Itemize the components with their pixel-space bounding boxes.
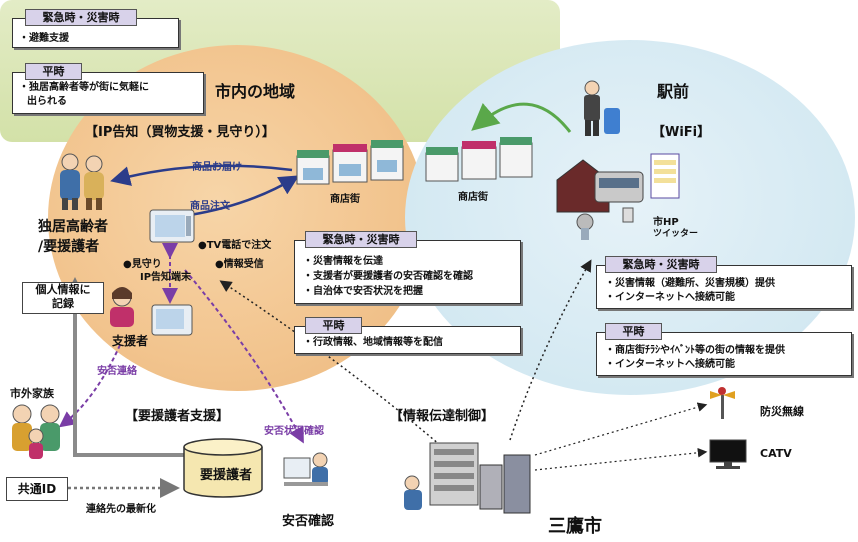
safety-operator-icon — [283, 452, 328, 486]
catv-icon — [709, 439, 747, 469]
city-name-label: 三鷹市 — [548, 516, 602, 537]
normal-tag: 平時 — [25, 63, 82, 80]
city-emergency-item: ・自治体で安否状況を把握 — [303, 286, 423, 297]
support-section-title: 【要援護者支援】 — [125, 409, 230, 424]
city-emergency-item: ・災害情報を伝達 — [303, 256, 383, 267]
order-label: 商品注文 — [190, 201, 230, 212]
station-emergency-tag: 緊急時・災害時 — [605, 256, 717, 273]
station-normal-item: ・商店街ﾁﾗｼやｲﾍﾞﾝﾄ等の街の情報を提供 — [605, 345, 785, 356]
city-area-title: 市内の地域 — [215, 82, 296, 101]
normal-item-line-2: 出られる — [27, 96, 67, 107]
tv-order-label: ●TV電話で注文 — [198, 240, 272, 251]
station-normal-tag: 平時 — [605, 323, 662, 340]
supporter-label: 支援者 — [112, 334, 149, 348]
evacuation-support-item: ・避難支援 — [19, 33, 69, 44]
shopping-street-city-label: 商店街 — [330, 194, 360, 205]
station-area-title: 駅前 — [657, 82, 690, 101]
station-normal-item: ・インターネットへ接続可能 — [605, 359, 735, 370]
elderly-label-1: 独居高齢者 — [38, 219, 108, 235]
safety-contact-label: 安否連絡 — [97, 366, 137, 377]
station-area-subtitle: 【WiFi】 — [652, 125, 711, 140]
city-emergency-item: ・支援者が要援護者の安否確認を確認 — [303, 271, 473, 282]
outside-family-icon — [12, 404, 60, 459]
city-emergency-tag: 緊急時・災害時 — [305, 231, 417, 248]
common-id-box: 共通ID — [6, 477, 68, 501]
emergency-tag: 緊急時・災害時 — [25, 9, 137, 26]
disaster-radio-icon — [710, 387, 735, 419]
station-emergency-box: ・災害情報（避難所、災害規模）提供 ・インターネットへ接続可能 — [596, 265, 852, 309]
ip-terminal-label: IP告知端末 — [140, 272, 192, 283]
safety-status-label: 安否状況確認 — [264, 426, 324, 437]
personal-info-box: 個人情報に 記録 — [22, 282, 104, 314]
watch-label: ●見守り — [123, 259, 162, 270]
latest-contact-label: 連絡先の最新化 — [86, 504, 156, 515]
city-emergency-box: ・災害情報を伝達 ・支援者が要援護者の安否確認を確認 ・自治体で安否状況を把握 — [294, 240, 521, 304]
city-normal-item: ・行政情報、地域情報等を配信 — [303, 337, 443, 348]
traveler-icon — [584, 80, 620, 136]
station-emergency-item: ・インターネットへ接続可能 — [605, 292, 735, 303]
database-icon — [183, 438, 263, 498]
elderly-people-icon — [60, 153, 104, 210]
station-shopping-street-icon — [425, 137, 533, 182]
outside-family-label: 市外家族 — [10, 387, 54, 400]
info-control-title: 【情報伝達制御】 — [390, 409, 495, 424]
shopping-street-icon — [296, 140, 404, 185]
supporter-terminal-icon — [151, 304, 193, 336]
disaster-radio-label: 防災無線 — [760, 405, 804, 418]
database-label: 要援護者 — [200, 468, 253, 483]
catv-label: CATV — [760, 447, 792, 460]
city-area-subtitle: 【IP告知（買物支援・見守り）】 — [85, 125, 275, 140]
supporter-icon — [110, 287, 134, 327]
city-hp-label: 市HP — [653, 217, 679, 228]
ip-terminal-icon — [149, 209, 195, 243]
safety-confirm-label: 安否確認 — [282, 514, 335, 529]
info-receive-label: ●情報受信 — [215, 259, 264, 270]
shopping-street-station-label: 商店街 — [458, 192, 488, 203]
delivery-label: 商品お届け — [192, 162, 242, 173]
station-emergency-item: ・災害情報（避難所、災害規模）提供 — [605, 278, 775, 289]
twitter-label: ツイッター — [653, 229, 699, 239]
server-room-icon — [404, 442, 531, 514]
elderly-label-2: /要援護者 — [38, 239, 100, 255]
normal-item-line-1: ・独居高齢者等が街に気軽に — [19, 82, 149, 93]
station-wifi-icon — [556, 153, 680, 240]
city-normal-tag: 平時 — [305, 317, 362, 334]
